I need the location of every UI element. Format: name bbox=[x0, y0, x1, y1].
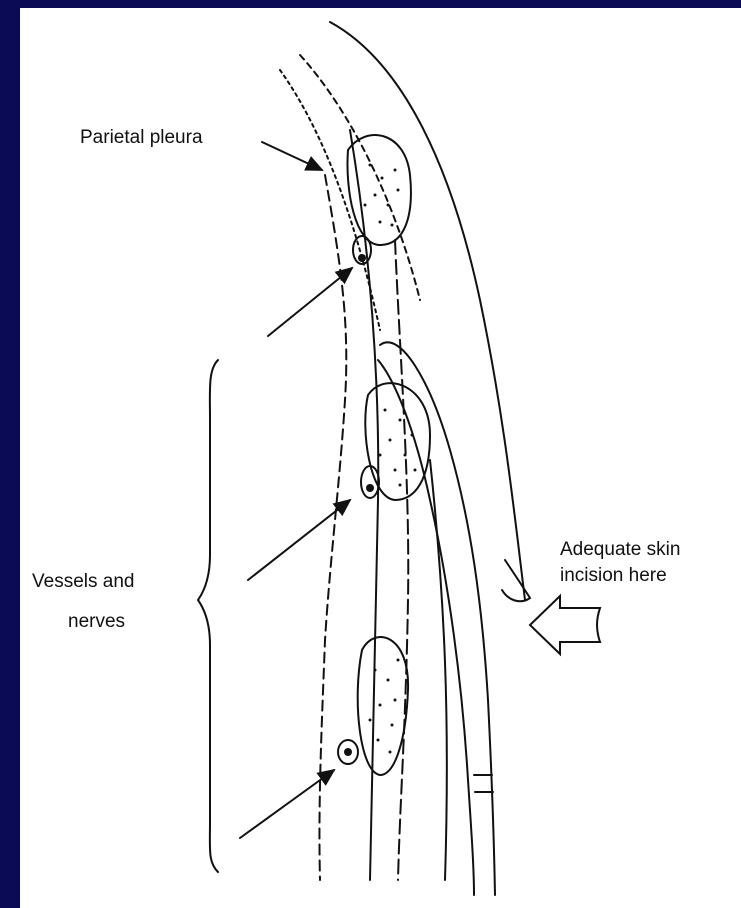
label-parietal-pleura: Parietal pleura bbox=[80, 126, 203, 150]
label-vessels-line1: Vessels and bbox=[32, 570, 134, 594]
rib-1 bbox=[347, 135, 410, 245]
rib-2 bbox=[365, 383, 430, 500]
arrow-upper-vessel bbox=[268, 268, 352, 336]
chest-tube-upper bbox=[380, 342, 495, 895]
vessels-brace bbox=[198, 360, 218, 872]
inner-wall-line-3 bbox=[430, 460, 447, 880]
skin-flap bbox=[502, 560, 530, 601]
inner-wall-line-2 bbox=[395, 240, 408, 880]
label-skin-line1: Adequate skin bbox=[560, 538, 680, 562]
rib-3 bbox=[358, 637, 408, 775]
incision-arrow-icon bbox=[530, 596, 600, 654]
label-skin-line2: incision here bbox=[560, 564, 667, 588]
pleura-line bbox=[319, 175, 346, 880]
skin-outer-line bbox=[330, 22, 525, 600]
label-vessels-line2: nerves bbox=[68, 610, 125, 634]
chest-tube-lower bbox=[378, 360, 474, 895]
arrow-middle-vessel bbox=[248, 500, 350, 580]
pleura-leader bbox=[262, 142, 322, 170]
